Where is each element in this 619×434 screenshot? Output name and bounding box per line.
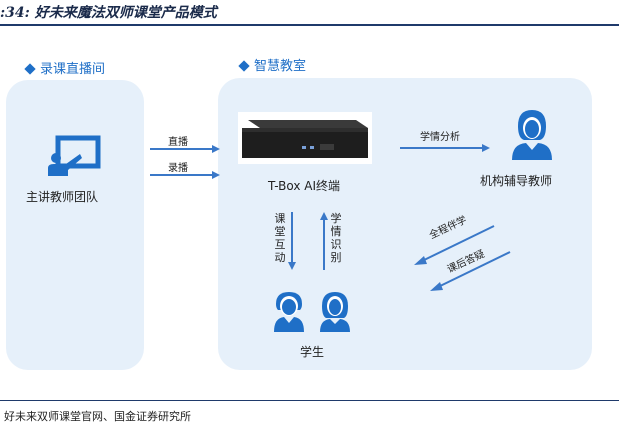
section-right-heading: 智慧教室 xyxy=(238,55,307,74)
figure-title: :34: 好未来魔法双师课堂产品模式 xyxy=(0,5,217,21)
edge-recognition-label: 学情识别 xyxy=(330,212,342,264)
diagonal-arrows xyxy=(414,225,511,291)
node-students: 学生 xyxy=(300,345,325,359)
edge-live-label: 直播 xyxy=(168,137,188,148)
top-rule xyxy=(0,24,619,26)
section-right-title: 智慧教室 xyxy=(254,59,307,74)
bottom-rule xyxy=(0,400,619,401)
node-teacher-team: 主讲教师团队 xyxy=(26,190,99,204)
figure-source: 好未来双师课堂官网、国金证券研究所 xyxy=(4,410,191,423)
node-tutor: 机构辅导教师 xyxy=(480,174,553,188)
section-left-title: 录课直播间 xyxy=(40,62,106,77)
analysis-arrow xyxy=(400,144,490,152)
diamond-bullet-icon xyxy=(238,59,250,72)
tbox-device-icon xyxy=(242,120,368,158)
section-left-heading: 录课直播间 xyxy=(24,58,106,77)
student-girl-icon xyxy=(320,292,350,332)
tutor-person-icon xyxy=(512,110,552,160)
teacher-board-icon xyxy=(48,135,101,176)
edge-interaction-label: 课堂互动 xyxy=(274,212,286,264)
left-panel xyxy=(6,80,144,370)
live-record-arrows xyxy=(150,145,220,179)
vertical-arrows xyxy=(288,212,328,270)
student-boy-icon xyxy=(274,292,304,332)
diamond-bullet-icon xyxy=(24,62,36,75)
node-tbox: T-Box AI终端 xyxy=(268,179,341,193)
edge-analysis-label: 学情分析 xyxy=(420,132,460,143)
edge-record-label: 录播 xyxy=(168,163,188,174)
